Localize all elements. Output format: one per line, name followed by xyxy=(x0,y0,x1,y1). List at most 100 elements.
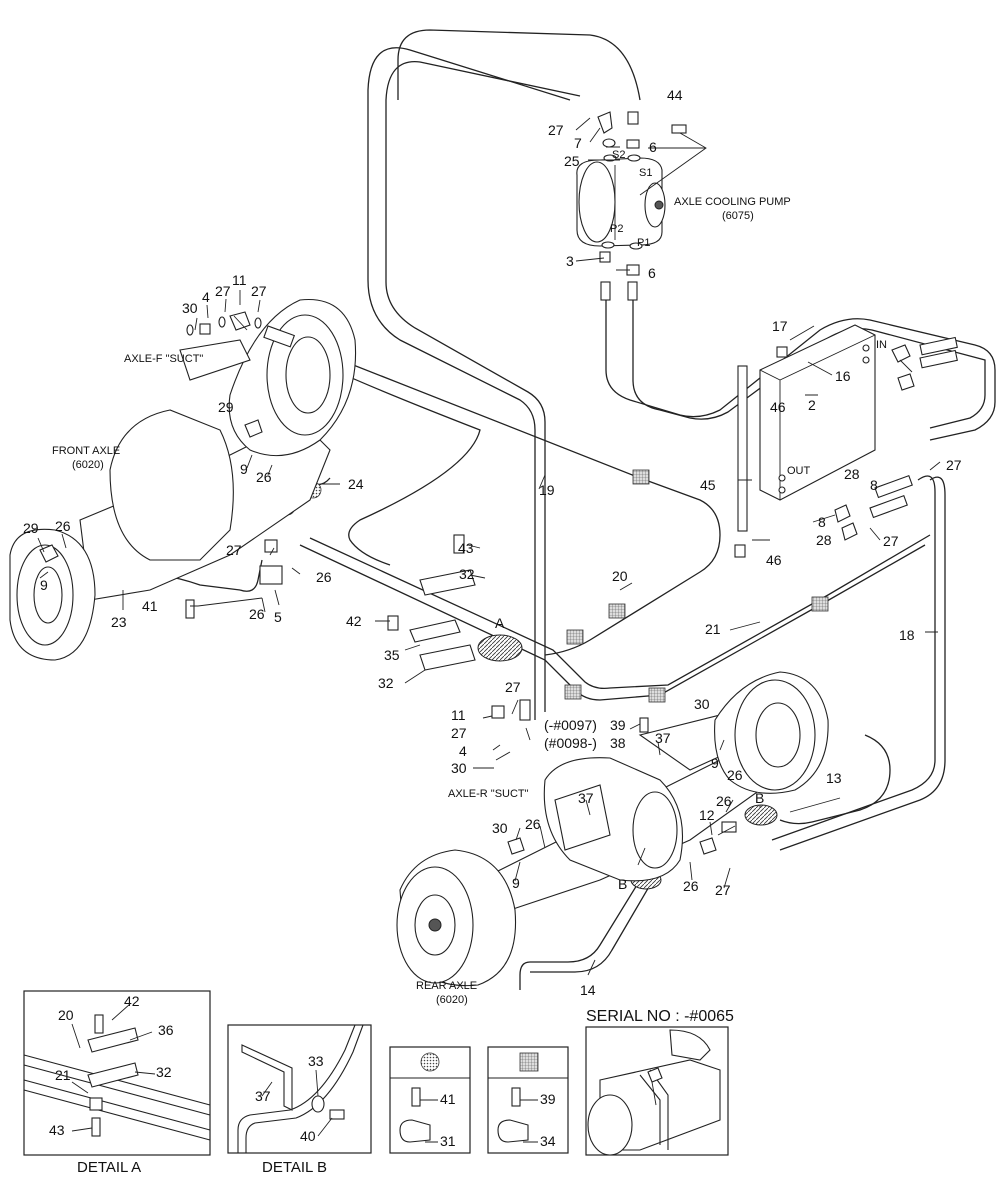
clamp-marker xyxy=(632,469,650,485)
oil-cooler xyxy=(734,324,958,558)
callout-number: 9 xyxy=(711,755,719,771)
callout-number: 27 xyxy=(451,725,467,741)
callout-number: 26 xyxy=(683,878,699,894)
clamp-marker xyxy=(564,684,582,700)
callout-number: 13 xyxy=(826,770,842,786)
serial-no-inset xyxy=(585,1026,729,1156)
callout-number: 11 xyxy=(232,272,247,288)
callout-number: 46 xyxy=(770,399,786,415)
pump-p1-label: P1 xyxy=(637,237,650,249)
callout-number: 20 xyxy=(612,568,628,584)
serial-no-label: SERIAL NO : -#0065 xyxy=(586,1008,734,1025)
bracket-group-a xyxy=(185,534,649,733)
zone-b-label-1: B xyxy=(755,790,764,806)
callout-number: 42 xyxy=(124,993,140,1009)
callout-number: 27 xyxy=(883,533,899,549)
axle-cooling-pump xyxy=(576,111,687,301)
callout-number: 30 xyxy=(182,300,198,316)
callout-number: 9 xyxy=(40,577,48,593)
callout-number: 32 xyxy=(378,675,394,691)
axle-cooling-pump-label: AXLE COOLING PUMP xyxy=(674,196,791,208)
callout-number: 41 xyxy=(142,598,158,614)
detail-a-panel xyxy=(23,990,211,1156)
front-axle-label: FRONT AXLE xyxy=(52,445,120,457)
callout-number: 19 xyxy=(539,482,555,498)
axle-cooling-pump-code: (6075) xyxy=(722,210,754,222)
callout-number: 14 xyxy=(580,982,596,998)
legend-square-clamp xyxy=(487,1046,569,1154)
clamp-marker xyxy=(648,687,666,703)
callout-number: 17 xyxy=(772,318,788,334)
callout-number: 16 xyxy=(835,368,851,384)
pump-s2-label: S2 xyxy=(612,149,625,161)
callout-number: 26 xyxy=(316,569,332,585)
callout-number: 9 xyxy=(512,875,520,891)
square-clamp-icon xyxy=(519,1052,539,1072)
callout-number: 2 xyxy=(808,397,816,413)
serial-range-2: (#0098-) xyxy=(544,735,597,751)
callout-number: 40 xyxy=(300,1128,316,1144)
clamp-marker xyxy=(608,603,626,619)
hose-pump-top xyxy=(397,29,641,101)
callout-number: 3 xyxy=(566,253,574,269)
callout-number: 27 xyxy=(251,283,267,299)
hose-20 xyxy=(289,339,721,656)
hose-21b xyxy=(309,534,931,690)
callout-number: 28 xyxy=(844,466,860,482)
callout-number: 35 xyxy=(384,647,400,663)
callout-number: 21 xyxy=(705,621,721,637)
serial-range-1: (-#0097) xyxy=(544,717,597,733)
callout-number: 30 xyxy=(694,696,710,712)
legend-round-clamp xyxy=(389,1046,471,1154)
callout-number: 39 xyxy=(540,1091,556,1107)
callout-number: 44 xyxy=(667,87,683,103)
callout-number: 43 xyxy=(458,540,474,556)
callout-number: 24 xyxy=(348,476,364,492)
callout-number: 38 xyxy=(610,735,626,751)
callout-number: 9 xyxy=(240,461,248,477)
callout-number: 29 xyxy=(218,399,234,415)
callout-number: 31 xyxy=(440,1133,456,1149)
callout-number: 5 xyxy=(274,609,282,625)
round-clamp-icon xyxy=(420,1052,440,1072)
callout-number: 6 xyxy=(648,265,656,281)
detail-b-panel xyxy=(227,1024,372,1154)
detail-b-caption: DETAIL B xyxy=(262,1159,327,1176)
callout-number: 33 xyxy=(308,1053,324,1069)
callout-number: 46 xyxy=(766,552,782,568)
callout-number: 8 xyxy=(870,477,878,493)
callout-number: 6 xyxy=(649,139,657,155)
pump-s1-label: S1 xyxy=(639,167,652,179)
callout-number: 27 xyxy=(548,122,564,138)
callout-number: 43 xyxy=(49,1122,65,1138)
callout-number: 27 xyxy=(226,542,242,558)
zone-a-label: A xyxy=(495,615,505,631)
cooler-in-label: IN xyxy=(876,339,887,351)
callout-number: 11 xyxy=(451,707,466,723)
hose-16 xyxy=(605,300,996,441)
callout-number: 27 xyxy=(505,679,521,695)
callout-number: 20 xyxy=(58,1007,74,1023)
hose-19 xyxy=(367,47,571,720)
axle-r-suct-label: AXLE-R "SUCT" xyxy=(448,788,529,800)
callout-number: 26 xyxy=(525,816,541,832)
callout-number: 8 xyxy=(818,514,826,530)
rear-axle-code: (6020) xyxy=(436,994,468,1006)
callout-number: 37 xyxy=(655,730,671,746)
front-axle-code: (6020) xyxy=(72,459,104,471)
callout-number: 45 xyxy=(700,477,716,493)
callout-number: 26 xyxy=(55,518,71,534)
callout-number: 23 xyxy=(111,614,127,630)
callout-number: 28 xyxy=(816,532,832,548)
clamp-marker xyxy=(811,596,829,612)
callout-number: 27 xyxy=(715,882,731,898)
callout-number: 7 xyxy=(574,135,582,151)
callout-number: 26 xyxy=(716,793,732,809)
diagram-labels: AXLE COOLING PUMP (6075) FRONT AXLE (602… xyxy=(52,149,887,1176)
hose-13 xyxy=(779,734,891,825)
clamp-marker xyxy=(566,629,584,645)
callout-number: 4 xyxy=(459,743,467,759)
callout-number: 42 xyxy=(346,613,362,629)
hose-18b xyxy=(771,475,936,841)
